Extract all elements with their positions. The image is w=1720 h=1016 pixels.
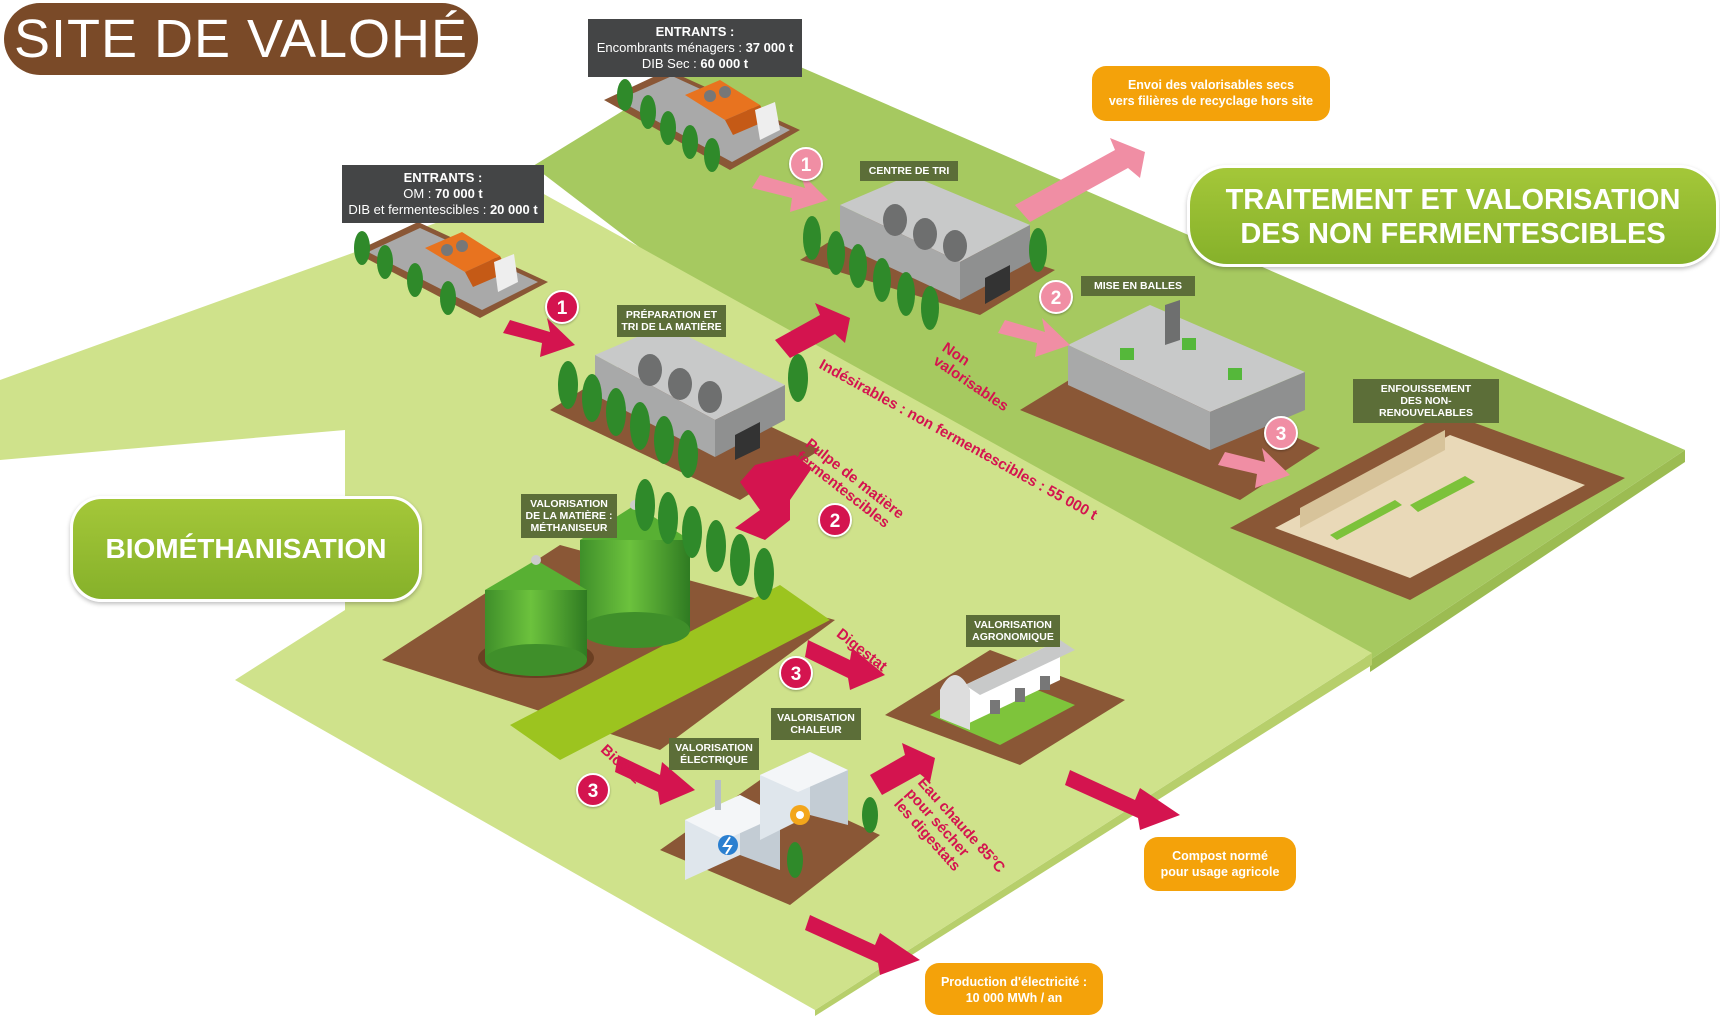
arrow-right-3 bbox=[1218, 448, 1290, 488]
tag-electrique-line-1: VALORISATION bbox=[675, 742, 753, 754]
truck-lot-left bbox=[354, 222, 548, 318]
output-electricite-line-1: Production d'électricité : bbox=[940, 975, 1088, 989]
arrow-electricite bbox=[805, 915, 920, 975]
flow-arrows bbox=[503, 138, 1290, 975]
section-traitement: TRAITEMENT ET VALORISATION DES NON FERME… bbox=[1187, 165, 1719, 267]
step-badge-left-1: 1 bbox=[545, 290, 579, 324]
tag-methaniseur-line-2: DE LA MATIÈRE : bbox=[525, 510, 613, 522]
agronomique-building bbox=[885, 640, 1125, 765]
arrow-recyclage bbox=[1015, 138, 1145, 222]
tag-chaleur: VALORISATION CHALEUR bbox=[771, 708, 861, 740]
arrow-biogaz bbox=[615, 755, 695, 805]
entrants-left-label: ENTRANTS : OM : 70 000 t DIB et fermente… bbox=[342, 165, 544, 223]
tag-enfouissement-line-2: DES NON-RENOUVELABLES bbox=[1379, 395, 1473, 419]
arrow-pulpe bbox=[735, 455, 812, 540]
electrique-building-icon bbox=[685, 780, 780, 880]
tag-agronomique-line-2: AGRONOMIQUE bbox=[972, 631, 1054, 643]
arrow-compost bbox=[1065, 770, 1180, 830]
entrants-top-line-1-value: 37 000 t bbox=[745, 40, 794, 55]
arrow-digestat bbox=[805, 640, 885, 690]
trees-energy bbox=[787, 797, 878, 878]
tag-mise-en-balles-line-1: MISE EN BALLES bbox=[1093, 280, 1183, 292]
step-badge-left-3-digestat: 3 bbox=[779, 656, 813, 690]
entrants-top-line-1-label: Encombrants ménagers : bbox=[596, 40, 746, 55]
entrants-left-line-1-value: 70 000 t bbox=[435, 186, 483, 201]
step-badge-left-3-biogaz: 3 bbox=[576, 773, 610, 807]
right-platform-side bbox=[1370, 450, 1685, 672]
garbage-truck-top-icon bbox=[685, 80, 780, 140]
centre-de-tri-building bbox=[800, 175, 1055, 315]
entrants-left-title: ENTRANTS : bbox=[403, 170, 483, 185]
tag-agronomique: VALORISATION AGRONOMIQUE bbox=[966, 615, 1060, 647]
tag-methaniseur-line-3: MÉTHANISEUR bbox=[530, 522, 608, 534]
section-traitement-line-1: TRAITEMENT ET VALORISATION bbox=[1225, 184, 1681, 216]
entrants-top-title: ENTRANTS : bbox=[655, 24, 735, 39]
trees-top-lot bbox=[617, 79, 720, 172]
tag-methaniseur: VALORISATION DE LA MATIÈRE : MÉTHANISEUR bbox=[521, 494, 617, 538]
tag-methaniseur-line-1: VALORISATION bbox=[530, 498, 608, 510]
step-badge-left-2: 2 bbox=[818, 503, 852, 537]
methaniseur-tank-front-icon bbox=[478, 555, 594, 678]
chaleur-building-icon bbox=[760, 752, 848, 840]
entrants-left-line-2-label: DIB et fermentescibles : bbox=[348, 202, 490, 217]
tag-chaleur-line-1: VALORISATION bbox=[777, 712, 855, 724]
tag-electrique-line-2: ÉLECTRIQUE bbox=[680, 754, 748, 766]
arrow-left-1 bbox=[503, 318, 575, 357]
output-recyclage-line-1: Envoi des valorisables secs bbox=[1127, 78, 1295, 92]
output-recyclage: Envoi des valorisables secs vers filière… bbox=[1092, 66, 1330, 121]
arrow-eau-chaude bbox=[870, 743, 935, 795]
tag-mise-en-balles: MISE EN BALLES bbox=[1081, 276, 1195, 296]
tag-preparation-line-1: PRÉPARATION ET bbox=[625, 309, 718, 321]
output-compost: Compost normé pour usage agricole bbox=[1144, 837, 1296, 891]
section-traitement-line-2: DES NON FERMENTESCIBLES bbox=[1240, 218, 1666, 250]
step-badge-right-2: 2 bbox=[1039, 280, 1073, 314]
output-electricite-line-2: 10 000 MWh / an bbox=[965, 991, 1063, 1005]
entrants-left-line-1-label: OM : bbox=[403, 186, 436, 201]
output-compost-line-1: Compost normé bbox=[1172, 849, 1268, 863]
output-electricite: Production d'électricité : 10 000 MWh / … bbox=[925, 963, 1103, 1015]
tag-centre-de-tri: CENTRE DE TRI bbox=[860, 161, 958, 181]
entrants-top-line-2-value: 60 000 t bbox=[700, 56, 749, 71]
tag-centre-de-tri-line-1: CENTRE DE TRI bbox=[868, 165, 950, 177]
entrants-left-line-2-value: 20 000 t bbox=[489, 202, 538, 217]
tag-chaleur-line-2: CHALEUR bbox=[790, 724, 842, 736]
step-badge-right-3: 3 bbox=[1264, 416, 1298, 450]
trees-centre-tri bbox=[803, 216, 1047, 330]
page-title: SITE DE VALOHÉ bbox=[4, 3, 478, 75]
tag-agronomique-line-1: VALORISATION bbox=[974, 619, 1052, 631]
step-badge-right-1: 1 bbox=[789, 147, 823, 181]
trees-methaniseur bbox=[635, 479, 774, 600]
tag-enfouissement: ENFOUISSEMENT DES NON-RENOUVELABLES bbox=[1353, 379, 1499, 423]
entrants-top-line-2-label: DIB Sec : bbox=[641, 56, 701, 71]
arrow-right-2 bbox=[998, 318, 1070, 357]
tag-preparation-line-2: TRI DE LA MATIÈRE bbox=[621, 321, 722, 333]
trees-left-lot bbox=[354, 231, 456, 315]
arrow-indesirables bbox=[775, 303, 850, 358]
section-biomethanisation: BIOMÉTHANISATION bbox=[70, 496, 422, 602]
tag-electrique: VALORISATION ÉLECTRIQUE bbox=[669, 738, 759, 770]
tag-preparation: PRÉPARATION ET TRI DE LA MATIÈRE bbox=[617, 305, 726, 337]
trees-preparation bbox=[558, 354, 808, 478]
left-platform-side bbox=[815, 653, 1372, 1016]
entrants-top-label: ENTRANTS : Encombrants ménagers : 37 000… bbox=[588, 19, 802, 77]
output-compost-line-2: pour usage agricole bbox=[1160, 865, 1280, 879]
garbage-truck-left-icon bbox=[425, 232, 518, 292]
tag-enfouissement-line-1: ENFOUISSEMENT bbox=[1380, 383, 1472, 395]
output-recyclage-line-2: vers filières de recyclage hors site bbox=[1108, 94, 1314, 108]
arrow-right-1 bbox=[752, 172, 828, 212]
truck-lot-top bbox=[604, 70, 800, 170]
enfouissement-pit bbox=[1230, 412, 1625, 600]
